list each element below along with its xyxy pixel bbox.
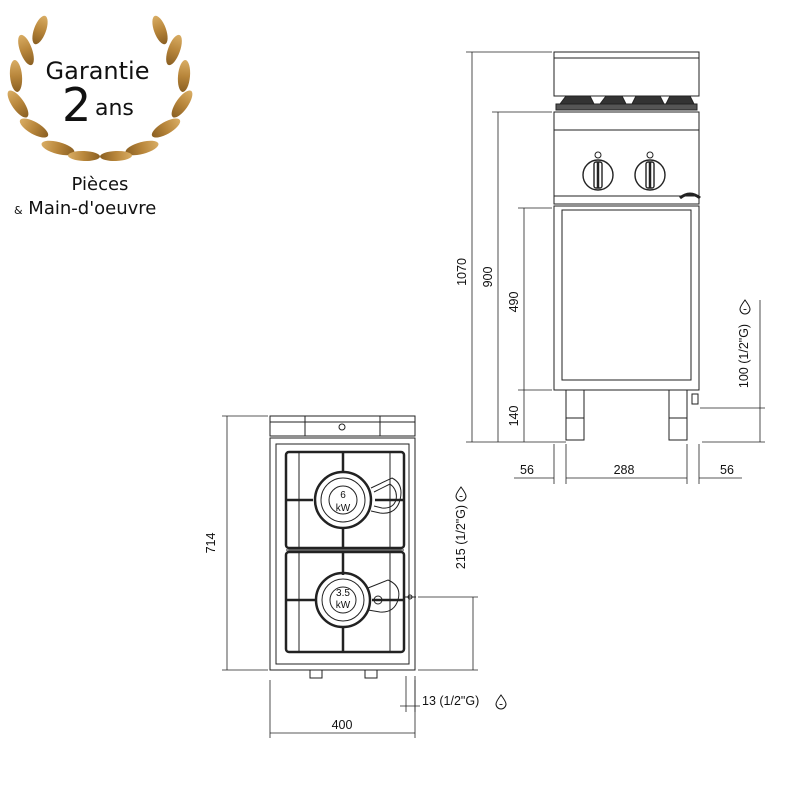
badge-labour-label: & Main-d'oeuvre (14, 198, 156, 219)
dim-gas-side-label: 215 (1/2"G) (454, 505, 468, 569)
badge-amp: & (14, 204, 23, 217)
bottom-burner-power-value: 3.5 (336, 588, 350, 599)
top-burner-power-unit: kW (336, 503, 351, 514)
badge-title: Garantie (45, 57, 150, 85)
gas-drop-icon (495, 694, 507, 710)
front-view-dimensions (466, 51, 765, 484)
dim-width-label: 400 (332, 718, 353, 732)
top-burner-power-value: 6 (340, 490, 346, 501)
dim-total-height-label: 1070 (455, 258, 469, 286)
dim-gas-bottom-label: 13 (1/2"G) (422, 694, 479, 708)
dim-work-height-label: 900 (481, 267, 495, 288)
gas-drop-icon (739, 299, 751, 315)
dim-center-label: 288 (614, 463, 635, 477)
badge-years-unit: ans (95, 96, 134, 121)
laurel-wreath-icon (7, 15, 193, 162)
dim-left-label: 56 (520, 463, 534, 477)
dim-depth-label: 714 (204, 533, 218, 554)
badge-years-number: 2 (62, 78, 92, 132)
warranty-badge: Garantie 2 ans Pièces & Main-d'oeuvre (0, 0, 200, 230)
bottom-burner-power-unit: kW (336, 600, 351, 611)
top-view-dimensions (222, 415, 478, 738)
top-view (269, 415, 416, 679)
dim-legs-label: 140 (507, 406, 521, 427)
gas-drop-icon (455, 486, 467, 502)
dim-gas-height-label: 100 (1/2"G) (737, 324, 751, 388)
dim-right-label: 56 (720, 463, 734, 477)
dim-cabinet-label: 490 (507, 292, 521, 313)
front-view (553, 51, 701, 441)
badge-labour-text: Main-d'oeuvre (22, 198, 157, 219)
badge-parts-label: Pièces (71, 174, 129, 195)
